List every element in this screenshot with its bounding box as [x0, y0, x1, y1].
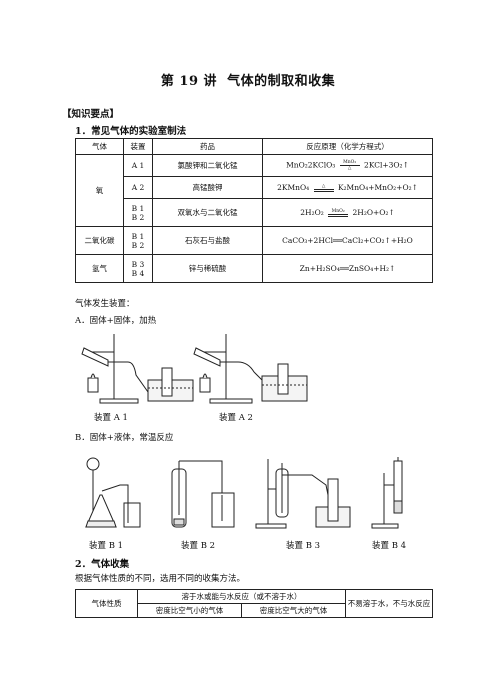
table-row: 气体性质 溶于水或能与水反应（或不溶于水） 不易溶于水，不与水反应 [75, 589, 433, 618]
reagent-h2o2: 双氧水与二氧化锰 [152, 198, 263, 227]
gas-hydrogen: 氢气 [75, 254, 124, 283]
table-row: 密度比空气小的气体 密度比空气大的气体 [76, 603, 433, 618]
collection-table: 气体性质 溶于水或能与水反应（或不溶于水） 不易溶于水，不与水反应 密度比空气小… [75, 589, 433, 618]
reagent-zn: 锌与稀硫酸 [152, 254, 263, 283]
table-header-row: 气体 装置 药品 反应原理（化学方程式） [75, 138, 433, 155]
equation-caco3: CaCO₃+2HCl══CaCl₂+CO₂↑+H₂O [262, 226, 433, 255]
caption-a1: 装置 A 1 [94, 413, 128, 423]
equation-zn: Zn+H₂SO₄══ZnSO₄+H₂↑ [262, 254, 433, 283]
caption-b1: 装置 B 1 [89, 541, 124, 551]
lesson-number: 第 19 讲 [160, 74, 218, 89]
apparatus-a2: A 2 [123, 176, 153, 199]
equation-kclo3: MnO₂2KClO₃ MnO₂ △ 2KCl+3O₂↑ [262, 154, 433, 177]
gas-co2: 二氧化碳 [75, 226, 124, 255]
apparatus-a1: A 1 [123, 154, 153, 177]
equation-kmno4: 2KMnO₄ △ K₂MnO₄+MnO₂+O₂↑ [262, 176, 433, 199]
section-knowledge: 【知识要点】 [62, 109, 120, 120]
apparatus-b2-illustration [171, 460, 235, 528]
reagent-caco3: 石灰石与盐酸 [152, 226, 263, 255]
soluble-or-reactive: 溶于水或能与水反应（或不溶于水） [137, 589, 346, 604]
reagent-kmno4: 高锰酸钾 [152, 176, 263, 199]
equation-h2o2: 2H₂O₂ MnO₂ 2H₂O+O₂↑ [262, 198, 433, 227]
apparatus-a2-illustration [193, 334, 308, 404]
header-reagents: 药品 [152, 138, 263, 155]
page-title: 第 19 讲气体的制取和收集 [0, 70, 496, 89]
apparatus-a1-illustration [81, 334, 194, 404]
density-less-than-air: 密度比空气小的气体 [137, 603, 242, 618]
caption-a2: 装置 A 2 [219, 413, 253, 423]
lesson-topic: 气体的制取和收集 [227, 74, 336, 89]
reaction-condition: △ [313, 184, 334, 192]
apparatus-b1-illustration [85, 457, 141, 528]
apparatus-b3-illustration [255, 459, 351, 529]
header-apparatus: 装置 [123, 138, 153, 155]
reagent-kclo3: 氯酸钾和二氧化锰 [152, 154, 263, 177]
apparatus-b4-illustration [371, 457, 403, 529]
header-gas: 气体 [75, 138, 124, 155]
insoluble-nonreactive: 不易溶于水，不与水反应 [345, 589, 433, 618]
table-row: 氧 A 1 氯酸钾和二氧化锰 MnO₂2KClO₃ MnO₂ △ 2KCl+3O… [75, 154, 433, 227]
apparatus-intro: 气体发生装置： [75, 299, 135, 309]
table-row: A 2 高锰酸钾 2KMnO₄ △ K₂MnO₄+MnO₂+O₂↑ [76, 176, 433, 199]
density-greater-than-air: 密度比空气大的气体 [241, 603, 346, 618]
subsection-a: A．固体+固体，加热 [75, 316, 157, 326]
gas-property-label: 气体性质 [75, 589, 138, 618]
reaction-condition: MnO₂ [328, 209, 349, 217]
section-collection: 2．气体收集 [75, 559, 130, 570]
reaction-condition: MnO₂ △ [339, 160, 360, 171]
header-equation: 反应原理（化学方程式） [262, 138, 433, 155]
caption-b3: 装置 B 3 [286, 541, 321, 551]
caption-b4: 装置 B 4 [372, 541, 407, 551]
subsection-b: B．固体+液体，常温反应 [75, 433, 174, 443]
section-lab-methods: 1．常见气体的实验室制法 [75, 126, 187, 137]
collection-intro: 根据气体性质的不同，选用不同的收集方法。 [75, 574, 246, 584]
gas-oxygen: 氧 [75, 154, 124, 227]
caption-b2: 装置 B 2 [181, 541, 216, 551]
lab-methods-table: 气体 装置 药品 反应原理（化学方程式） 氧 A 1 氯酸钾和二氧化锰 MnO₂… [75, 138, 433, 283]
